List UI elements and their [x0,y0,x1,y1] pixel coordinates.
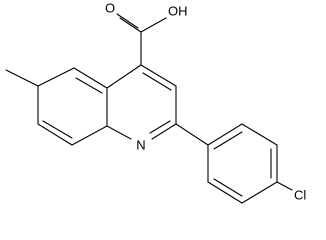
bond-c4-c3-inner [142,72,172,91]
bond-ar4-cl [276,181,293,191]
bond-c4-c3 [140,64,177,87]
bond-carbonyl-a [119,17,142,33]
pyridine-ring [106,64,177,140]
chlorine-label: Cl [294,187,306,202]
bond-carbonyl-b [116,13,139,29]
hydroxyl-label: OH [168,3,188,18]
bond-c-oh [140,17,167,33]
carboxyl-group [116,13,167,66]
bond-c7-c8 [37,123,73,146]
chlorophenyl-ring [207,123,293,204]
bond-ar1-ar2-inner [213,131,243,150]
bond-c5-c6 [37,67,75,87]
bond-c4a-c5 [73,67,108,89]
oxygen-label: O [105,0,115,15]
bond-c4a-c4 [106,64,142,89]
bond-c2-n-inner [149,120,171,134]
bond-n-c8a [106,125,132,140]
bond-ar2-ar3 [241,123,278,146]
bond-c4a-c5-inner [75,77,103,94]
bond-methyl [5,69,39,87]
structure-drawing: O OH N Cl [5,0,306,204]
bond-c7-c8-inner [42,120,73,139]
benzo-ring [5,67,108,146]
bond-ar4-ar5 [241,181,278,204]
bond-c2-aryl [175,123,209,146]
bond-c2-n [151,123,177,140]
bond-c8-c8a [71,125,108,146]
structure-canvas: O OH N Cl [5,0,306,204]
bond-ar1-ar2 [207,123,243,146]
bond-ar5-ar6 [207,181,243,204]
nitrogen-label: N [136,137,145,152]
bond-ar5-ar6-inner [213,178,243,197]
